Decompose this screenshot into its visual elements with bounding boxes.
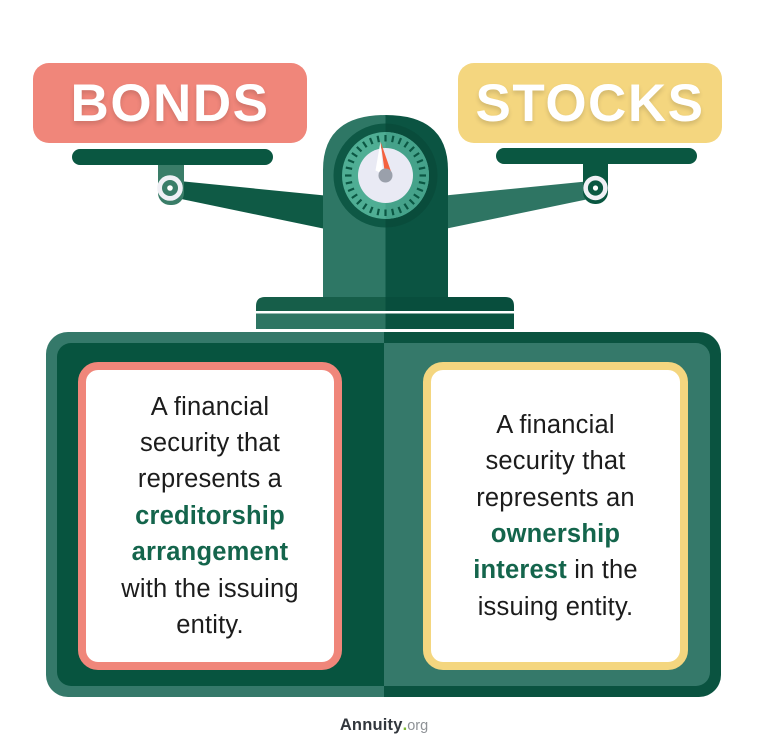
bonds-label: BONDS: [33, 63, 307, 143]
definition-line: represents a: [137, 465, 283, 494]
definition-line: issuing entity.: [477, 592, 634, 621]
stocks-definition-card: A financial security that represents an own…: [423, 362, 688, 670]
bonds-definition-card: A financial security that represents a cred…: [78, 362, 342, 670]
needle-highlight: [375, 141, 383, 174]
left-pan: [72, 149, 273, 165]
left-pivot: [157, 175, 183, 201]
definition-line: A financial: [496, 410, 615, 439]
footer-logo: Annuity.org: [0, 716, 768, 735]
brand-tld: org: [407, 718, 429, 734]
pedestal: [256, 297, 514, 329]
definition-line: security that: [139, 428, 281, 457]
definition-line: ownership: [490, 520, 621, 548]
definition-line: interest in the: [473, 556, 638, 585]
definition-line: security that: [485, 447, 626, 476]
brand-name: Annuity: [339, 716, 403, 734]
dial: [333, 123, 438, 228]
definition-line: with the issuing: [121, 574, 299, 603]
right-pan: [496, 148, 697, 164]
definition-line: A financial: [150, 392, 270, 421]
right-pivot: [583, 175, 608, 201]
definition-line: entity.: [176, 611, 244, 640]
dial-ticks: [345, 135, 426, 216]
right-arm: [430, 180, 596, 232]
needle: [380, 141, 391, 174]
dial-center-dot: [378, 168, 393, 183]
left-arm: [174, 180, 340, 232]
definition-line: represents an: [476, 483, 635, 512]
brand-dot: .: [402, 716, 408, 734]
definition-line: creditorship: [135, 501, 285, 530]
stocks-label: STOCKS: [458, 63, 722, 143]
definition-line: arrangement: [131, 538, 289, 567]
